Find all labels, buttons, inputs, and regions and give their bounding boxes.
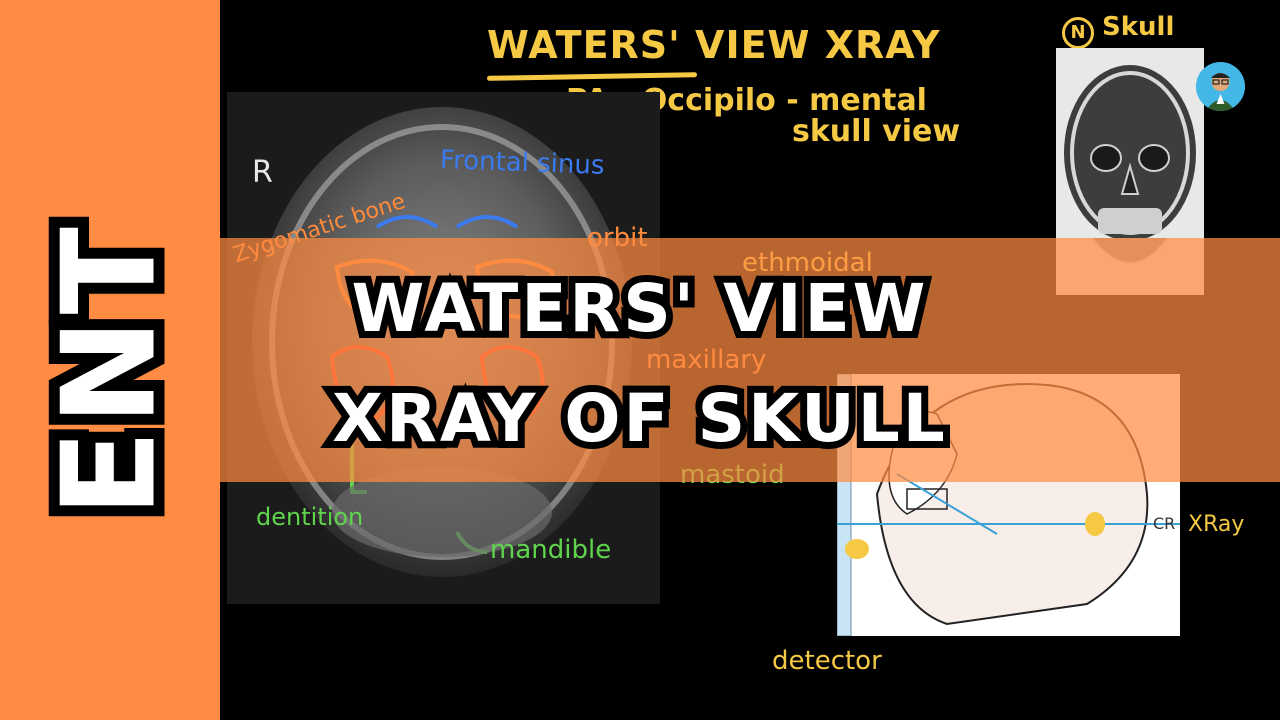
normal-badge: N — [1062, 17, 1094, 49]
annotation-detector: detector — [772, 646, 882, 676]
orientation-marker-r: R — [252, 155, 273, 190]
avatar-icon — [1196, 62, 1245, 111]
banner-title-line1: WATERS' VIEW — [345, 263, 933, 354]
annotation-xray: XRay — [1188, 512, 1245, 537]
side-bar: ENT — [0, 0, 220, 720]
skull-reference-label: Skull — [1102, 12, 1175, 42]
annotation-mandible: mandible — [490, 535, 612, 565]
annotation-dentition: dentition — [256, 503, 364, 531]
central-ray-label: CR — [1153, 514, 1176, 533]
page-title: WATERS' VIEW XRAY — [487, 23, 941, 67]
subtitle-line2: skull view — [792, 114, 961, 149]
presenter-avatar — [1196, 62, 1245, 111]
title-underline — [486, 72, 698, 81]
banner-title-line2: XRAY OF SKULL — [325, 373, 952, 464]
side-label-ent: ENT — [25, 212, 196, 528]
annotation-frontal-sinus: Frontal sinus — [439, 145, 605, 181]
title-banner — [220, 238, 1280, 482]
